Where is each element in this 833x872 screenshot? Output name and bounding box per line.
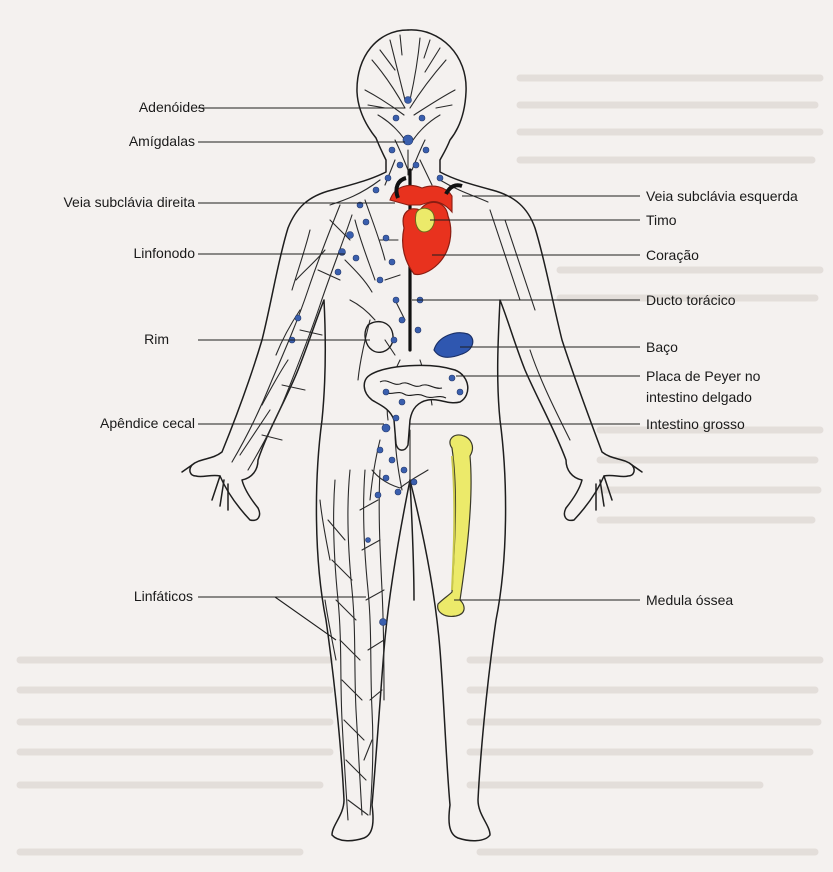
label-baco: Baço — [646, 339, 678, 356]
label-adenoides: Adenóides — [139, 99, 205, 116]
label-intestino-grosso: Intestino grosso — [646, 416, 745, 433]
label-placa-peyer-1: Placa de Peyer no — [646, 368, 760, 385]
label-veia-subclavia-direita: Veia subclávia direita — [63, 194, 195, 211]
label-coracao: Coração — [646, 247, 699, 264]
body-outline — [182, 30, 642, 841]
label-linfaticos: Linfáticos — [134, 588, 193, 605]
label-timo: Timo — [646, 212, 677, 229]
label-amigdalas: Amígdalas — [129, 133, 195, 150]
kidney — [365, 322, 393, 353]
label-ducto-toracico: Ducto torácico — [646, 292, 735, 309]
label-placa-peyer-2: intestino delgado — [646, 389, 752, 406]
label-medula-ossea: Medula óssea — [646, 592, 733, 609]
femur-bone-marrow — [438, 435, 473, 616]
label-apendice-cecal: Apêndice cecal — [100, 415, 195, 432]
label-rim: Rim — [144, 331, 169, 348]
label-linfonodo: Linfonodo — [133, 245, 195, 262]
label-veia-subclavia-esquerda: Veia subclávia esquerda — [646, 188, 798, 205]
spleen — [434, 333, 473, 357]
